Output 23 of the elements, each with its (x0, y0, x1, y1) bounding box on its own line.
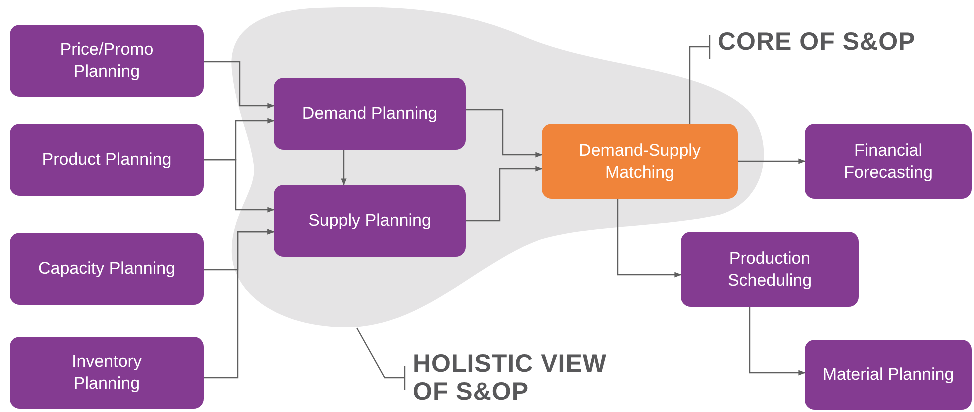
process-box: Product Planning (10, 124, 204, 196)
process-box: Financial Forecasting (805, 124, 972, 199)
arrow (466, 109, 543, 158)
leader-line (356, 327, 406, 391)
process-box: Demand-Supply Matching (542, 124, 738, 199)
arrow (738, 158, 806, 164)
process-box: Material Planning (805, 340, 972, 410)
leader-line (689, 34, 711, 125)
arrow (204, 61, 275, 109)
process-box: Supply Planning (274, 185, 466, 257)
arrow (749, 307, 806, 376)
process-box: Inventory Planning (10, 337, 204, 409)
process-box: Price/Promo Planning (10, 25, 204, 97)
arrow (341, 150, 347, 186)
callout-heading: CORE OF S&OP (718, 28, 916, 56)
callout-heading: HOLISTIC VIEW OF S&OP (413, 350, 608, 406)
process-box: Capacity Planning (10, 233, 204, 305)
process-box: Production Scheduling (681, 232, 859, 307)
arrow (466, 166, 543, 222)
arrow (204, 229, 275, 379)
process-box: Demand Planning (274, 78, 466, 150)
arrow (617, 199, 682, 278)
arrow (204, 159, 275, 213)
